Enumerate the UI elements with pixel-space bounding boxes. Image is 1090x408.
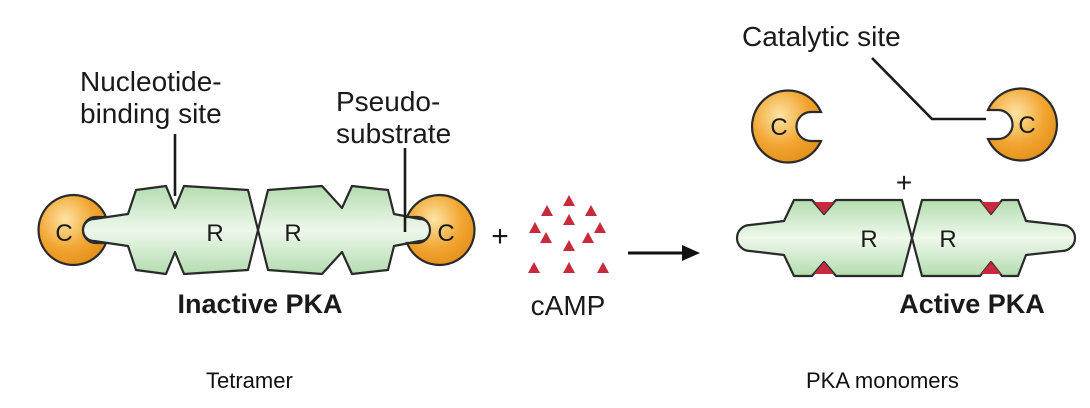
regulatory-subunit-left: R	[81, 184, 260, 276]
nucleotide-site-label-line1: Nucleotide-	[80, 66, 222, 97]
bound-camp	[814, 262, 834, 274]
camp-molecule	[541, 205, 553, 216]
camp-molecules	[528, 195, 609, 273]
active-pka-title: Active PKA	[899, 289, 1045, 319]
free-catalytic-subunit-right: C	[986, 87, 1059, 162]
camp-molecule	[563, 195, 575, 206]
inactive-pka-title: Inactive PKA	[177, 289, 342, 319]
camp-molecule	[582, 232, 594, 243]
camp-molecule	[528, 262, 540, 273]
reaction-arrow	[628, 245, 700, 261]
bound-camp	[981, 262, 1001, 274]
camp-group: + cAMP	[491, 195, 609, 321]
catalytic-label-right: C	[437, 220, 454, 247]
camp-molecule	[563, 240, 575, 251]
camp-molecule	[540, 232, 552, 243]
camp-label: cAMP	[531, 290, 606, 321]
monomers-caption: PKA monomers	[806, 368, 959, 393]
plus-sign-left: +	[491, 220, 509, 253]
regulatory-subunit-active-right: R	[910, 198, 1077, 278]
camp-molecule	[529, 222, 541, 233]
regulatory-subunit-active-left: R	[735, 198, 914, 278]
free-catalytic-subunit-left: C	[750, 89, 823, 164]
regulatory-active-label-left: R	[860, 226, 877, 253]
regulatory-label-right: R	[284, 220, 301, 247]
active-pka-monomers: C C Catalytic site + R R Active PKA	[735, 21, 1077, 319]
catalytic-subunit-right: C	[405, 193, 476, 267]
plus-sign-right: +	[896, 167, 912, 198]
bound-camp	[814, 202, 834, 214]
pseudosubstrate-label-line1: Pseudo-	[336, 86, 440, 117]
catalytic-site-label: Catalytic site	[742, 21, 901, 52]
camp-molecule	[594, 222, 606, 233]
catalytic-site-pointer	[871, 57, 986, 121]
free-catalytic-label-left: C	[770, 114, 787, 141]
free-catalytic-label-right: C	[1018, 112, 1035, 139]
camp-molecule	[563, 214, 575, 225]
regulatory-label-left: R	[206, 220, 223, 247]
pseudosubstrate-label-line2: substrate	[336, 118, 451, 149]
regulatory-active-label-right: R	[939, 226, 956, 253]
camp-molecule	[585, 205, 597, 216]
camp-molecule	[597, 262, 609, 273]
nucleotide-site-label-line2: binding site	[80, 98, 222, 129]
tetramer-caption: Tetramer	[206, 368, 293, 393]
inactive-pka-tetramer: C R R C Nucleotide- binding site Pseudo-…	[37, 66, 476, 319]
bound-camp	[981, 202, 1001, 214]
camp-molecule	[563, 262, 575, 273]
catalytic-label-left: C	[55, 220, 72, 247]
